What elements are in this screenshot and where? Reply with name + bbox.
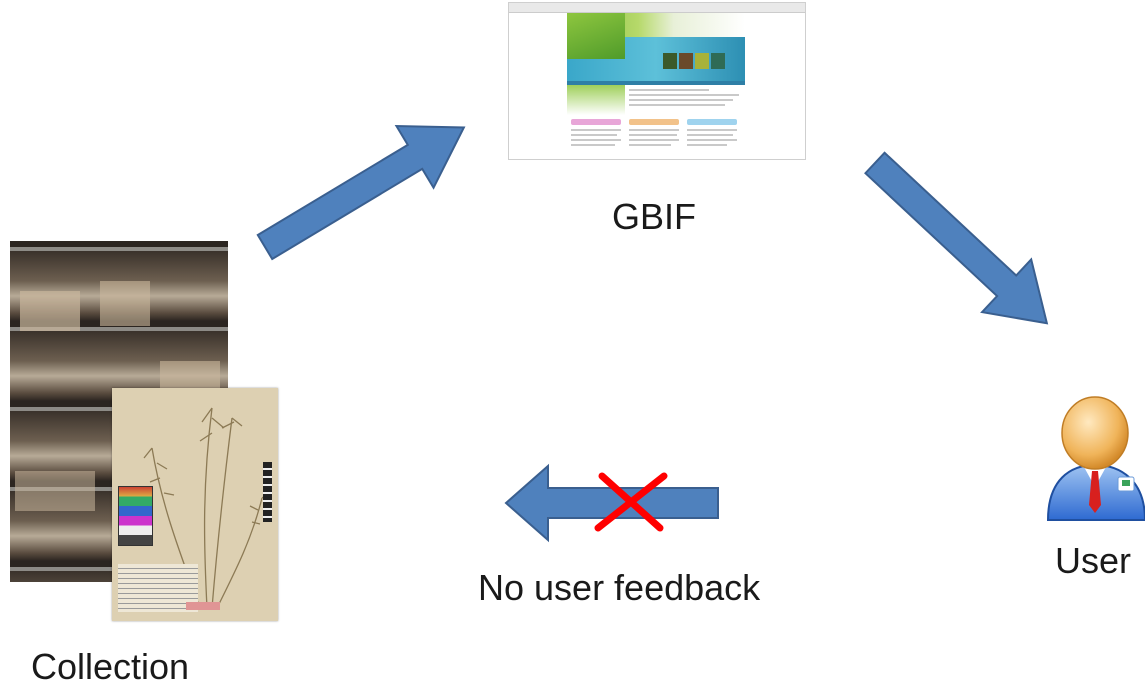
herbarium-specimen-sheet xyxy=(112,388,278,621)
specimen-label xyxy=(118,564,198,612)
gbif-label: GBIF xyxy=(612,196,697,237)
scale-ruler xyxy=(263,462,272,522)
collection-label: Collection xyxy=(31,646,190,687)
gbif-logo xyxy=(567,13,625,59)
barcode-label xyxy=(186,602,220,610)
user-label: User xyxy=(1055,540,1132,581)
gbif-portal-screenshot xyxy=(508,2,806,160)
user-avatar-icon xyxy=(1046,396,1145,521)
browser-toolbar xyxy=(509,3,805,13)
arrow-collection-to-gbif xyxy=(256,124,466,261)
feedback-label: No user feedback xyxy=(478,567,761,608)
arrow-feedback-blocked xyxy=(504,463,719,543)
red-x-cross-icon xyxy=(594,472,668,532)
color-checker-card xyxy=(118,486,153,546)
arrow-gbif-to-user xyxy=(864,151,1049,325)
gbif-page xyxy=(567,13,745,159)
